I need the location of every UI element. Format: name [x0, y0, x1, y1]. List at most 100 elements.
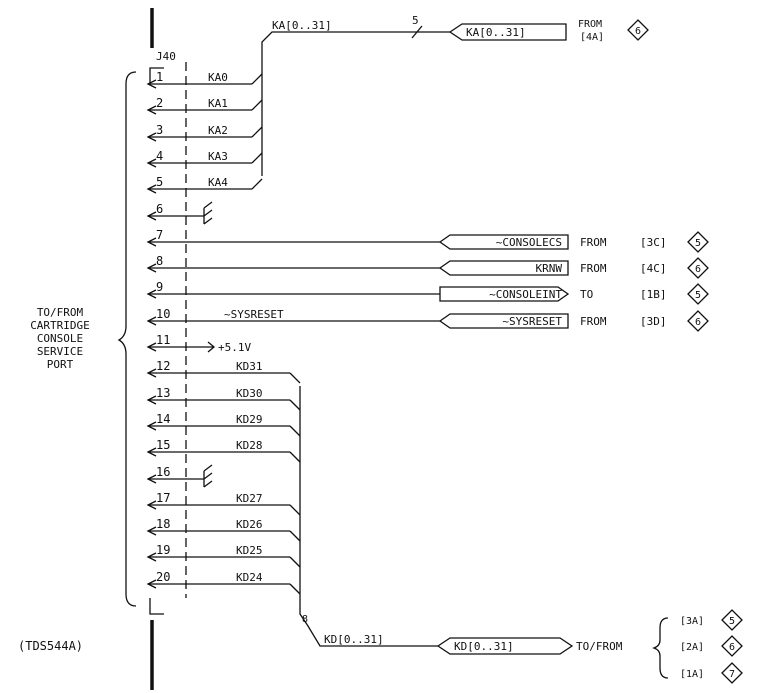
offpage-connector [438, 313, 569, 329]
sheet-marker [687, 231, 709, 253]
bus-entry [251, 99, 263, 111]
offpage-connector [438, 260, 569, 276]
kd-ref-1: [3A] [680, 616, 704, 627]
offpage-dir: FROM [580, 315, 607, 328]
bus-entry [289, 451, 301, 463]
kd-sheet-num-3: 7 [729, 669, 735, 680]
figure-id: (TDS544A) [18, 639, 83, 653]
pin-number: 18 [156, 517, 170, 531]
side-label-line-3: CONSOLE [37, 332, 83, 345]
pin-number: 12 [156, 359, 170, 373]
offpage-label: ~CONSOLEINT [489, 288, 562, 301]
connector-outline-bottom [149, 598, 164, 615]
ground-icon [203, 201, 213, 225]
pin-number: 8 [156, 254, 163, 268]
sheet-num: 5 [695, 290, 701, 301]
side-label-line-1: TO/FROM [37, 306, 84, 319]
side-label-line-5: PORT [47, 358, 74, 371]
net-label: KD29 [236, 413, 263, 426]
ka-bus-wire [261, 31, 450, 176]
sheet-marker [687, 283, 709, 305]
sheet-num: 5 [695, 238, 701, 249]
ka-sheet-marker [627, 19, 649, 41]
net-label: KA0 [208, 71, 228, 84]
offpage-dir: TO [580, 288, 593, 301]
offpage-connector [438, 234, 569, 250]
pin-number: 4 [156, 149, 163, 163]
offpage-ref: [3D] [640, 315, 667, 328]
pin-number: 10 [156, 307, 170, 321]
kd-offpage-connector [436, 637, 574, 655]
sheet-num: 6 [695, 264, 701, 275]
bus-entry [289, 583, 301, 595]
bus-entry [289, 556, 301, 568]
net-label: KD26 [236, 518, 263, 531]
ka-bus-width: 5 [412, 14, 419, 27]
offpage-ref: [4C] [640, 262, 667, 275]
kd-sheet-marker-3 [721, 662, 743, 684]
pin-number: 20 [156, 570, 170, 584]
connector-outline-top [149, 67, 164, 84]
pin-number: 9 [156, 280, 163, 294]
offpage-connector [439, 286, 570, 302]
net-label: KA2 [208, 124, 228, 137]
bus-entry [251, 73, 263, 85]
sheet-marker [687, 310, 709, 332]
power-arrow-icon [207, 341, 216, 353]
ka-offpage-label: KA[0..31] [466, 26, 526, 39]
ka-sheet-num: 6 [635, 26, 641, 37]
net-label: KD30 [236, 387, 263, 400]
ka-bus-slash [411, 25, 423, 39]
kd-bus-wire [299, 386, 438, 647]
bus-entry [251, 126, 263, 138]
bus-entry [289, 399, 301, 411]
net-label: +5.1V [218, 341, 251, 354]
pin-number: 11 [156, 333, 170, 347]
pin-number: 15 [156, 438, 170, 452]
pin-number: 2 [156, 96, 163, 110]
kd-bus-width: 8 [302, 614, 308, 625]
net-label: KA1 [208, 97, 228, 110]
net-label: KA3 [208, 150, 228, 163]
pin-number: 3 [156, 123, 163, 137]
kd-ref-3: [1A] [680, 669, 704, 680]
kd-sheet-marker-1 [721, 609, 743, 631]
offpage-label: KRNW [536, 262, 563, 275]
side-brace [117, 71, 137, 607]
connector-ref: J40 [156, 50, 176, 63]
net-label: KD28 [236, 439, 263, 452]
net-label: ~SYSRESET [224, 308, 284, 321]
side-label-line-2: CARTRIDGE [30, 319, 90, 332]
offpage-ref: [3C] [640, 236, 667, 249]
kd-ref-brace [651, 617, 669, 679]
kd-bus-label: KD[0..31] [324, 633, 384, 646]
pin-number: 19 [156, 543, 170, 557]
bus-entry [289, 425, 301, 437]
net-label: KD25 [236, 544, 263, 557]
offpage-dir: FROM [580, 236, 607, 249]
bus-entry [289, 530, 301, 542]
kd-sheet-num-2: 6 [729, 642, 735, 653]
net-label: KD31 [236, 360, 263, 373]
ka-offpage-dir: FROM [578, 19, 602, 30]
kd-sheet-marker-2 [721, 635, 743, 657]
net-label: KD24 [236, 571, 263, 584]
sheet-num: 6 [695, 317, 701, 328]
bus-entry [289, 372, 301, 384]
ka-bus-label: KA[0..31] [272, 19, 332, 32]
pin-number: 17 [156, 491, 170, 505]
side-label-line-4: SERVICE [37, 345, 83, 358]
offpage-label: ~CONSOLECS [496, 236, 562, 249]
pin-number: 5 [156, 175, 163, 189]
ka-offpage-connector [448, 23, 567, 41]
bus-entry [251, 178, 263, 190]
bus-entry [251, 152, 263, 164]
pin-number: 7 [156, 228, 163, 242]
sheet-marker [687, 257, 709, 279]
pin-number: 13 [156, 386, 170, 400]
ka-offpage-ref: [4A] [580, 32, 604, 43]
net-label: KD27 [236, 492, 263, 505]
pin-number: 1 [156, 70, 163, 84]
